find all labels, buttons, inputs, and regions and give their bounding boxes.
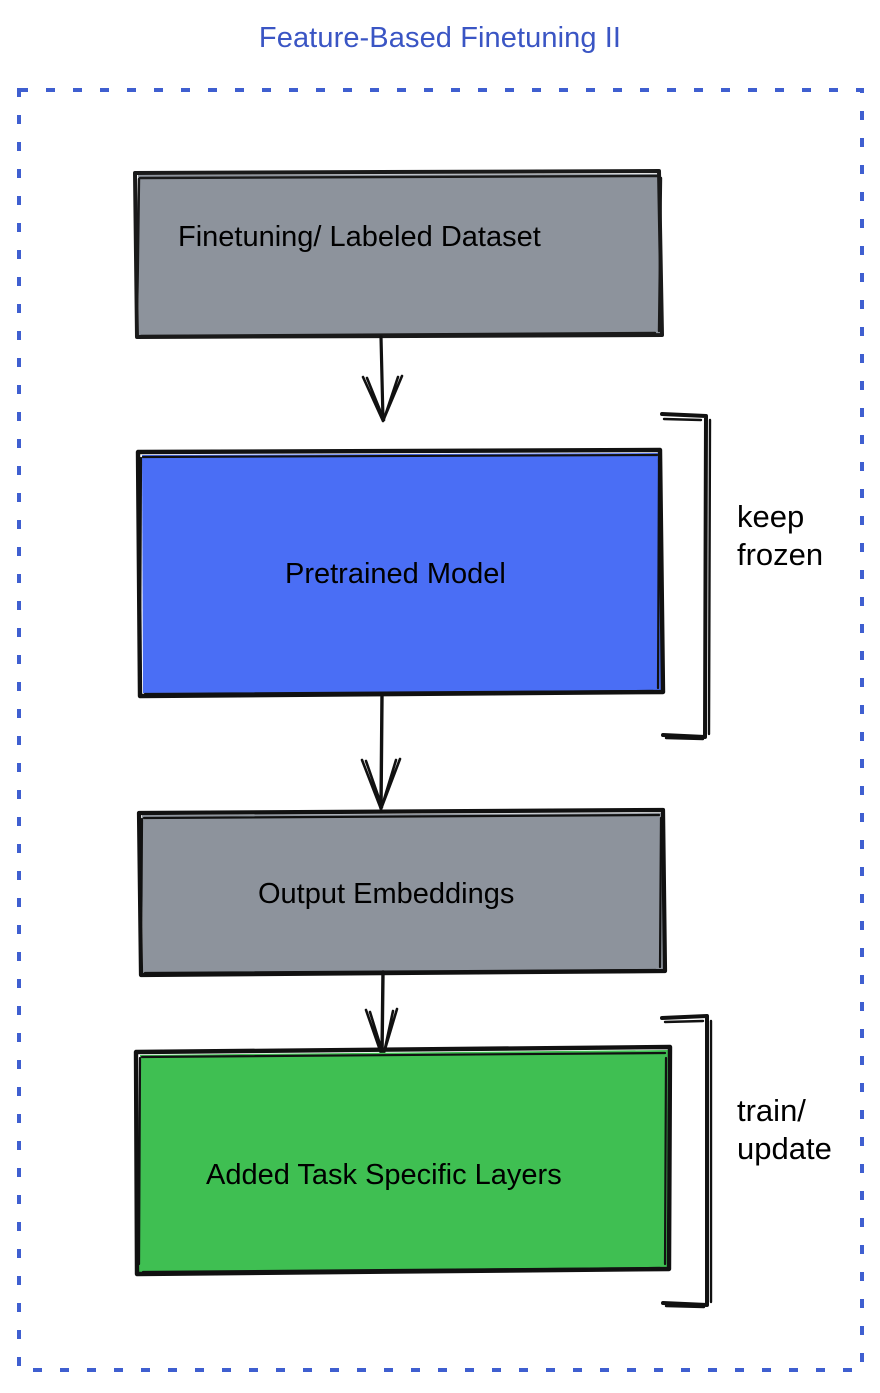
bracket-keep-frozen (660, 412, 712, 741)
bracket-shape (660, 1014, 709, 1307)
node-fill (142, 453, 661, 693)
diagram-frame (17, 88, 864, 1372)
node-pretrained-model[interactable] (135, 447, 666, 699)
bracket-shape-sketch (662, 417, 712, 741)
node-outline-b (135, 174, 663, 338)
node-added-task-specific-layers[interactable] (133, 1044, 673, 1277)
node-outline-a (133, 1044, 673, 1277)
node-fill (142, 813, 663, 973)
annotation-train-update: train/update (737, 1092, 832, 1168)
node-label-added-task-specific-layers: Added Task Specific Layers (206, 1159, 562, 1191)
node-fill (139, 1050, 668, 1272)
node-outline-b (139, 813, 663, 975)
bracket-train-update (660, 1014, 713, 1309)
node-label-output-embeddings: Output Embeddings (258, 878, 515, 910)
annotation-train-update-line2: update (737, 1130, 832, 1166)
edge-line (379, 335, 385, 422)
bracket-shape (660, 412, 708, 739)
node-outline-b (138, 453, 661, 696)
edge-model-to-embeddings (360, 693, 402, 811)
node-outline-b (137, 1051, 668, 1274)
node-label-finetuning-dataset: Finetuning/ Labeled Dataset (178, 221, 541, 253)
node-finetuning-dataset[interactable] (133, 169, 664, 339)
page-title: Feature-Based Finetuning II (258, 22, 622, 54)
edge-arrowhead (364, 1007, 399, 1058)
edge-arrowhead (361, 374, 404, 423)
edge-line (380, 970, 385, 1057)
node-outline-a (133, 169, 664, 339)
node-fill (138, 174, 661, 335)
annotation-keep-frozen-line1: keep (737, 499, 805, 534)
edge-arrowhead (360, 757, 402, 811)
edge-line (379, 693, 384, 810)
annotation-train-update-line1: train/ (737, 1093, 806, 1128)
node-label-pretrained-model: Pretrained Model (285, 558, 506, 590)
node-output-embeddings[interactable] (136, 807, 668, 978)
edge-embeddings-to-layers (364, 970, 399, 1058)
annotation-keep-frozen-line2: frozen (737, 536, 824, 572)
edge-dataset-to-model (361, 335, 404, 423)
bracket-shape-sketch (663, 1019, 713, 1309)
